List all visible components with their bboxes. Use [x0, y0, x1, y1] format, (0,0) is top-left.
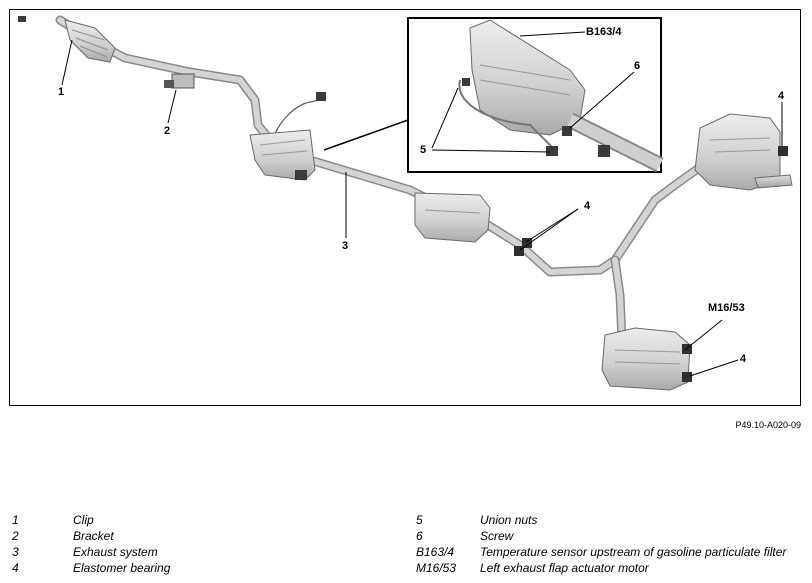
legend-key: 3 [12, 545, 19, 559]
legend-text: Clip [73, 513, 94, 527]
callout-3: 3 [342, 240, 349, 252]
exhaust-drawing [18, 15, 793, 391]
rear-left-muffler [601, 327, 692, 391]
callout-5: 5 [420, 144, 427, 156]
callout-b163-4: B163/4 [586, 26, 622, 38]
front-muffler [249, 129, 316, 181]
callout-6: 6 [634, 60, 641, 72]
sensor-connector [316, 92, 326, 101]
legend-key: M16/53 [416, 561, 457, 575]
legend-key: B163/4 [416, 545, 455, 559]
callout-4-rear-left: 4 [740, 353, 747, 365]
legend-key: 4 [12, 561, 19, 575]
exhaust-system-figure: 1 2 3 4 4 4 5 6 B163/4 M16/53 [9, 9, 801, 406]
legend-key: 1 [12, 513, 19, 527]
callout-1: 1 [58, 86, 65, 98]
legend-text: Elastomer bearing [73, 561, 171, 575]
figure-reference: P49.10-A020-09 [735, 420, 801, 430]
detail-inset [407, 17, 664, 173]
legend-text: Exhaust system [73, 545, 158, 559]
bracket-part [164, 73, 195, 89]
legend-text: Screw [480, 529, 514, 543]
catalytic-converter [18, 16, 116, 63]
legend-text: Bracket [73, 529, 114, 543]
legend-text: Left exhaust flap actuator motor [480, 561, 649, 575]
legend: 1 Clip 2 Bracket 3 Exhaust system 4 Elas… [0, 512, 812, 583]
legend-key: 5 [416, 513, 423, 527]
legend-text: Temperature sensor upstream of gasoline … [480, 545, 787, 559]
callout-2: 2 [164, 125, 171, 137]
callout-4-middle: 4 [584, 200, 591, 212]
legend-key: 2 [12, 529, 19, 543]
middle-muffler [414, 192, 491, 243]
rear-right-muffler [694, 113, 793, 191]
callout-4-rear-right: 4 [778, 90, 785, 102]
elastomer-bearing-middle [514, 238, 532, 256]
legend-text: Union nuts [480, 513, 538, 527]
legend-key: 6 [416, 529, 423, 543]
callout-m16-53: M16/53 [708, 302, 745, 314]
inset-pointer [323, 119, 409, 151]
leader-lines [61, 31, 783, 377]
